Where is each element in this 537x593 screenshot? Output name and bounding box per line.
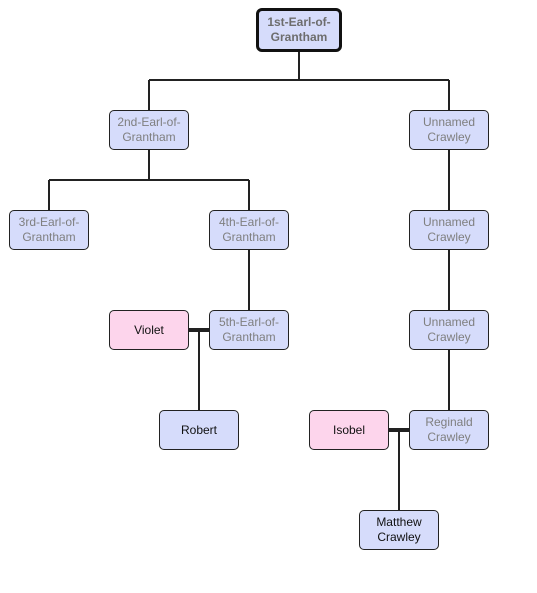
node-matthew[interactable]: Matthew Crawley bbox=[359, 510, 439, 550]
node-violet[interactable]: Violet bbox=[109, 310, 189, 350]
link-earl1-children bbox=[148, 51, 450, 110]
node-isobel[interactable]: Isobel bbox=[309, 410, 389, 450]
node-reginald[interactable]: Reginald Crawley bbox=[409, 410, 489, 450]
node-2nd-earl[interactable]: 2nd-Earl-of-Grantham bbox=[109, 110, 189, 150]
node-robert[interactable]: Robert bbox=[159, 410, 239, 450]
node-unnamed-crawley-1[interactable]: Unnamed Crawley bbox=[409, 110, 489, 150]
node-1st-earl[interactable]: 1st-Earl-of-Grantham bbox=[256, 8, 342, 52]
node-5th-earl[interactable]: 5th-Earl-of-Grantham bbox=[209, 310, 289, 350]
node-unnamed-crawley-3[interactable]: Unnamed Crawley bbox=[409, 310, 489, 350]
node-3rd-earl[interactable]: 3rd-Earl-of-Grantham bbox=[9, 210, 89, 250]
node-4th-earl[interactable]: 4th-Earl-of-Grantham bbox=[209, 210, 289, 250]
node-unnamed-crawley-2[interactable]: Unnamed Crawley bbox=[409, 210, 489, 250]
link-earl2-children bbox=[48, 150, 250, 210]
